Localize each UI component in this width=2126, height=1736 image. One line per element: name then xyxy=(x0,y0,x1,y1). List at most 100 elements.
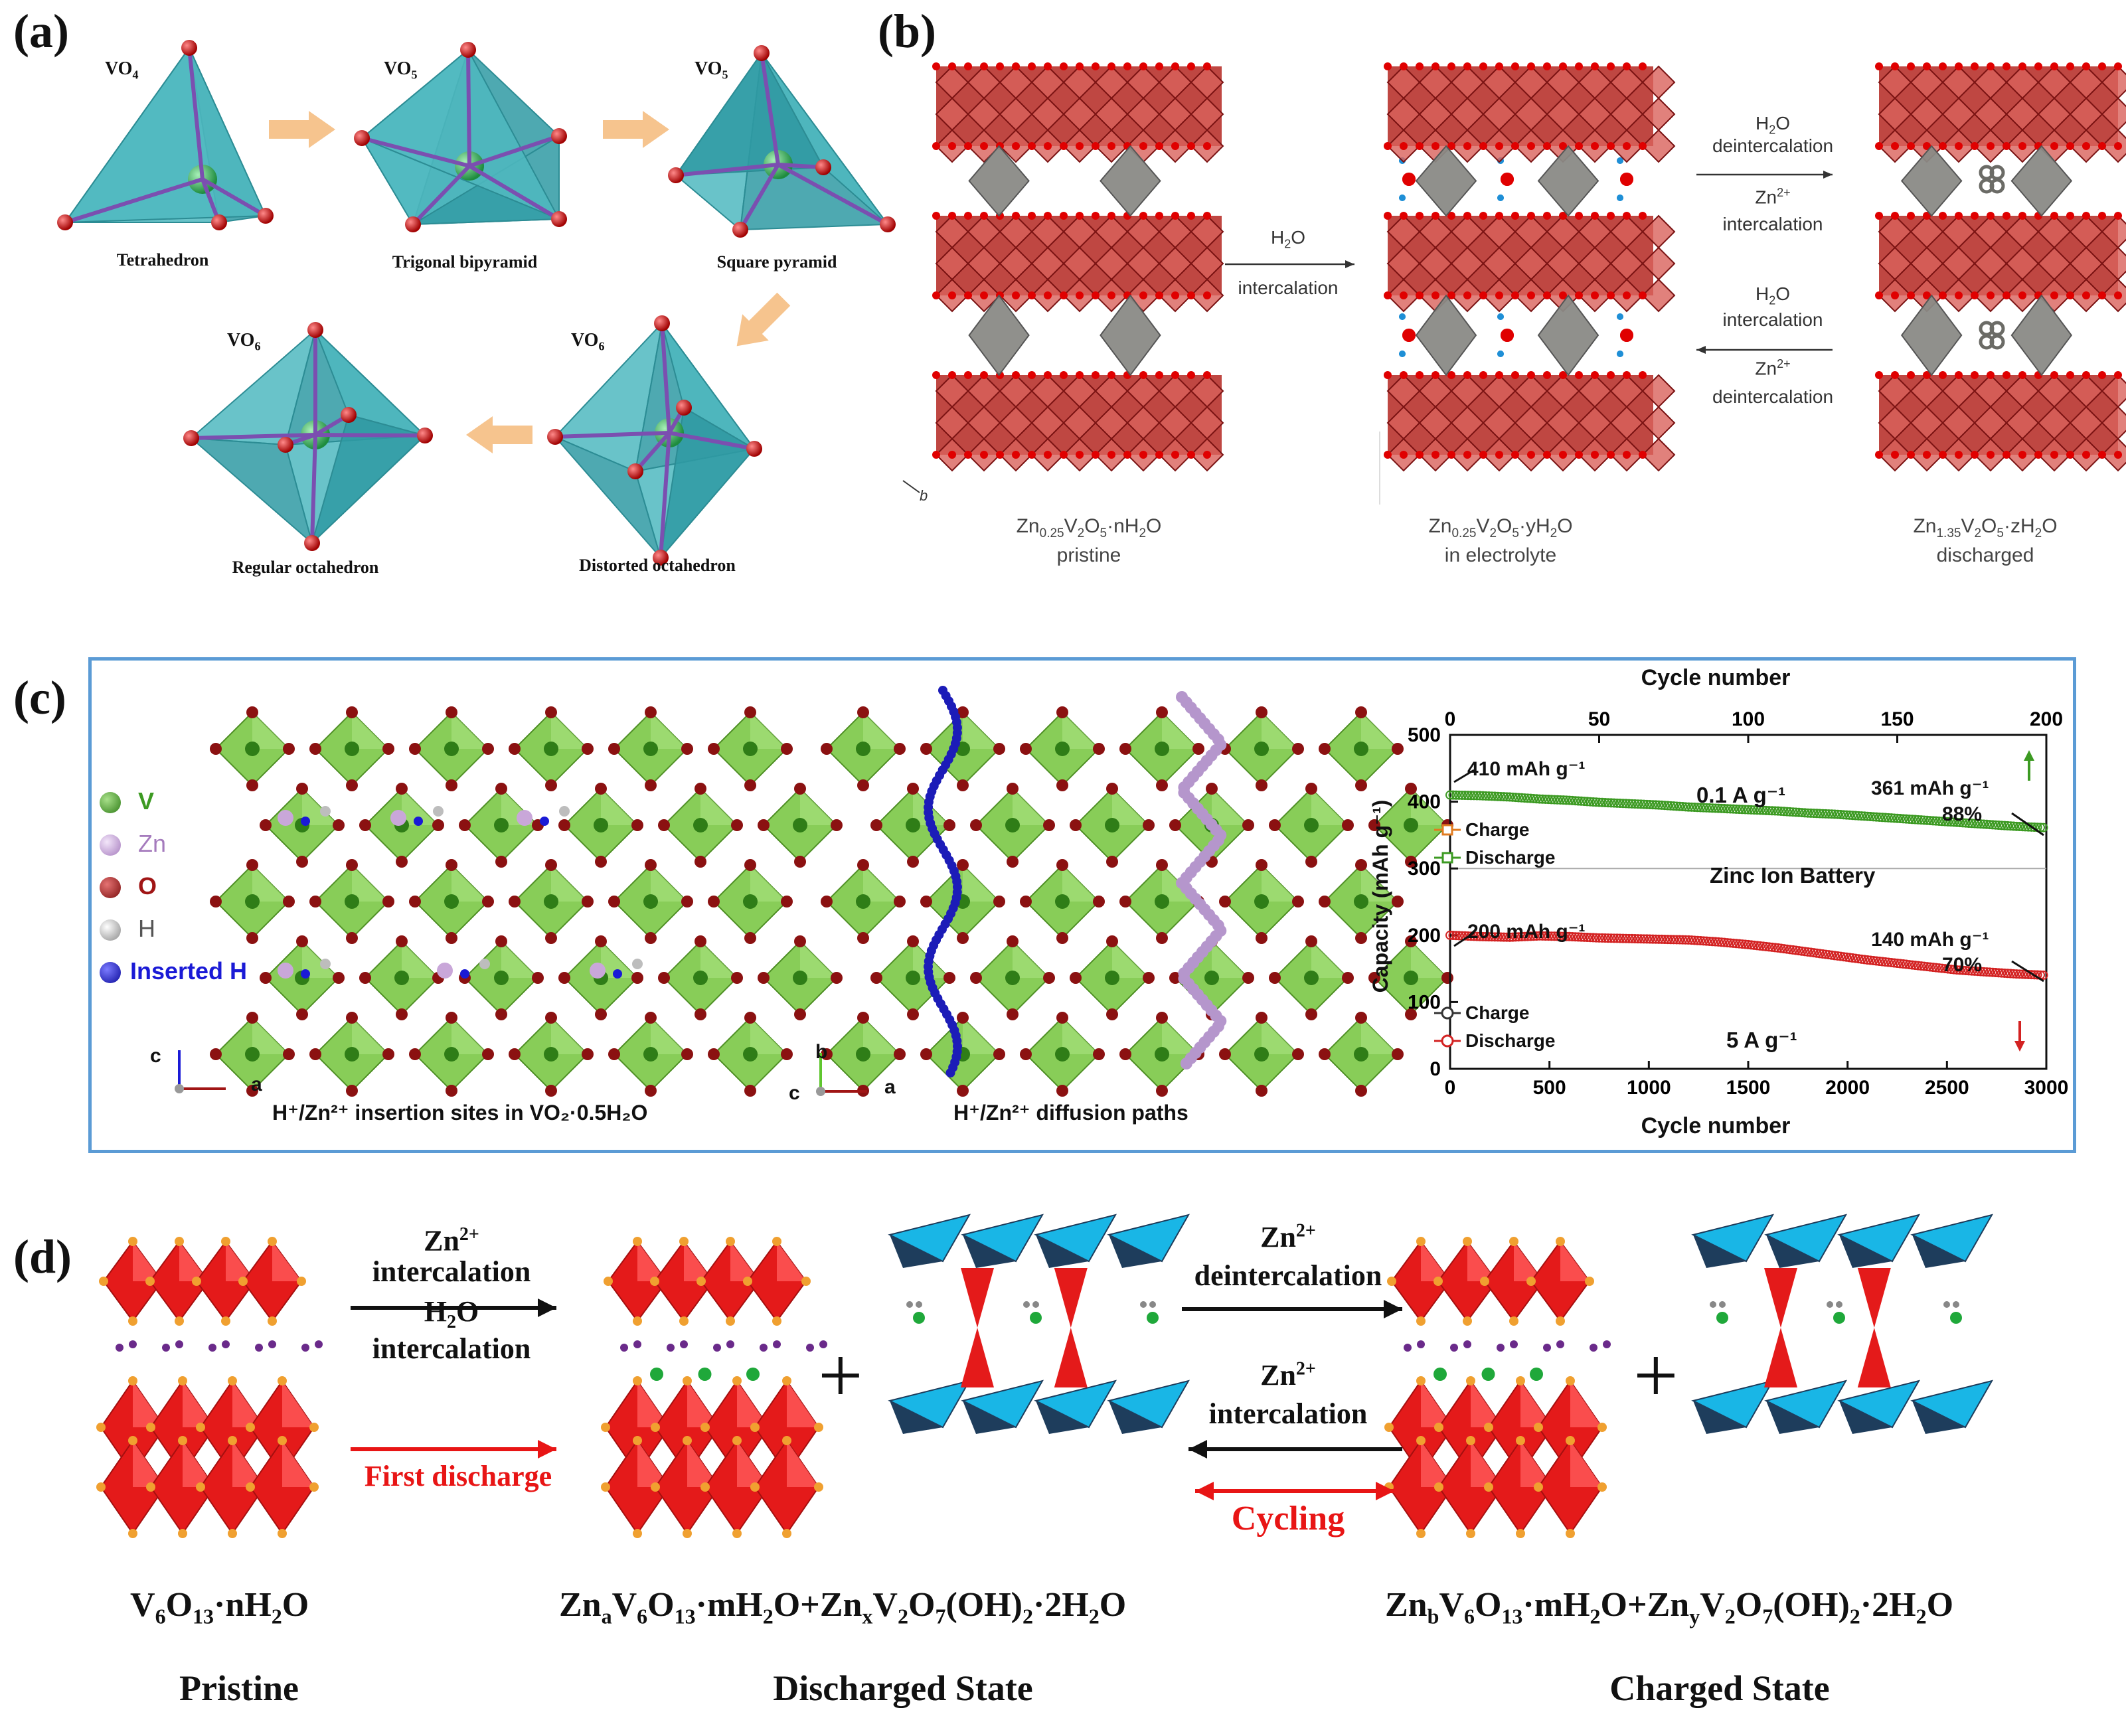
o-atom xyxy=(1107,371,1115,379)
o-atom xyxy=(1527,371,1535,379)
o-atom xyxy=(278,1529,287,1538)
o-atom xyxy=(346,859,358,871)
o-atom xyxy=(1060,142,1068,150)
o-atom xyxy=(732,1529,742,1538)
vo6-octahedron-face xyxy=(1162,712,1198,749)
o-atom xyxy=(683,1376,692,1385)
o-atom xyxy=(409,743,421,755)
o-atom xyxy=(268,1316,277,1326)
o-atom xyxy=(1206,783,1218,795)
o-atom xyxy=(1269,819,1281,831)
o-atom xyxy=(1463,371,1471,379)
o-atom xyxy=(2003,212,2010,220)
o-atom xyxy=(1203,62,1211,70)
o-atom xyxy=(932,142,940,150)
orange-arrow-2 xyxy=(603,111,669,148)
o-atom xyxy=(2082,291,2090,299)
vo6-octahedron-face xyxy=(601,789,637,825)
o-atom xyxy=(1527,212,1535,220)
o-atom xyxy=(964,212,972,220)
o-atom xyxy=(296,935,308,947)
o-atom xyxy=(1171,212,1179,220)
v-atom xyxy=(1055,742,1070,756)
pillar-octahedron xyxy=(2010,145,2073,217)
o-atom xyxy=(1463,291,1471,299)
o-atom xyxy=(907,783,919,795)
oxygen-atom xyxy=(880,216,896,232)
o-atom xyxy=(1431,62,1439,70)
o-atom xyxy=(1543,62,1551,70)
o-atom xyxy=(645,1085,657,1097)
o-atom xyxy=(1400,451,1408,459)
d-arrow-deintercalation-head xyxy=(1384,1300,1402,1318)
orange-arrow-4 xyxy=(466,416,532,453)
o-atom xyxy=(268,1237,277,1246)
o-atom xyxy=(1891,451,1899,459)
o-atom xyxy=(794,783,806,795)
o-atom xyxy=(1187,142,1195,150)
o-atom xyxy=(1028,142,1036,150)
v-atom xyxy=(743,1047,758,1062)
o-atom xyxy=(1076,62,1084,70)
o-atom xyxy=(1987,371,1995,379)
vo6-octahedron-face xyxy=(352,865,388,902)
oxygen-atom xyxy=(57,214,73,230)
pillar-tetrahedron xyxy=(961,1328,994,1387)
o-atom xyxy=(2098,291,2106,299)
v-atom xyxy=(1105,818,1119,832)
water-hydrogen xyxy=(1399,351,1406,357)
o-atom xyxy=(1534,1423,1543,1432)
v-atom xyxy=(793,971,807,985)
o-atom xyxy=(1575,142,1583,150)
o-atom xyxy=(1543,291,1551,299)
panel-b-label: (b) xyxy=(878,5,936,58)
zn-atom xyxy=(390,810,406,826)
o-atom xyxy=(1495,371,1503,379)
v-atom xyxy=(444,742,459,756)
v-atom xyxy=(245,894,260,909)
o-atom xyxy=(1479,142,1487,150)
pillar-tetrahedron xyxy=(1764,1328,1797,1387)
v-o-bond xyxy=(191,433,316,440)
o-atom xyxy=(1466,1376,1475,1385)
o-atom xyxy=(633,1316,642,1326)
oxygen-atom xyxy=(258,208,274,224)
v-o-bond xyxy=(361,136,470,168)
o-atom xyxy=(695,783,706,795)
o-atom xyxy=(681,1048,693,1060)
o-atom xyxy=(651,1482,660,1492)
inserted-h-atom xyxy=(613,969,622,979)
vo6-octahedron-face xyxy=(1411,789,1447,825)
o-atom xyxy=(1907,291,1915,299)
tetrahedron xyxy=(57,40,274,230)
v-atom xyxy=(1254,894,1269,909)
o-atom xyxy=(1384,291,1392,299)
o-atom xyxy=(1955,371,1963,379)
o-atom xyxy=(2082,62,2090,70)
o-atom xyxy=(2003,291,2010,299)
o-atom xyxy=(1139,371,1147,379)
o-atom xyxy=(1585,1277,1594,1286)
o-atom xyxy=(1044,142,1052,150)
o-atom xyxy=(758,819,770,831)
o-atom xyxy=(1219,896,1231,907)
o-atom xyxy=(260,819,272,831)
o-atom xyxy=(1156,932,1168,944)
o-atom xyxy=(695,935,706,947)
water-hydrogen xyxy=(1399,313,1406,320)
o-atom xyxy=(359,972,371,984)
o-atom xyxy=(1907,142,1915,150)
o-atom xyxy=(96,1423,106,1432)
o-atom xyxy=(1543,451,1551,459)
o-atom xyxy=(1076,371,1084,379)
o-atom xyxy=(346,1012,358,1024)
o-atom xyxy=(595,1008,607,1020)
h-atom xyxy=(1543,1344,1551,1352)
panel-b-structures xyxy=(902,62,2126,505)
vo6-octahedron-face xyxy=(501,941,538,978)
o-atom xyxy=(175,1237,184,1246)
trigonal-bipyramid-face xyxy=(361,48,561,220)
o-atom xyxy=(1559,371,1567,379)
structure-discharged-pillars-2 xyxy=(1900,294,2073,376)
